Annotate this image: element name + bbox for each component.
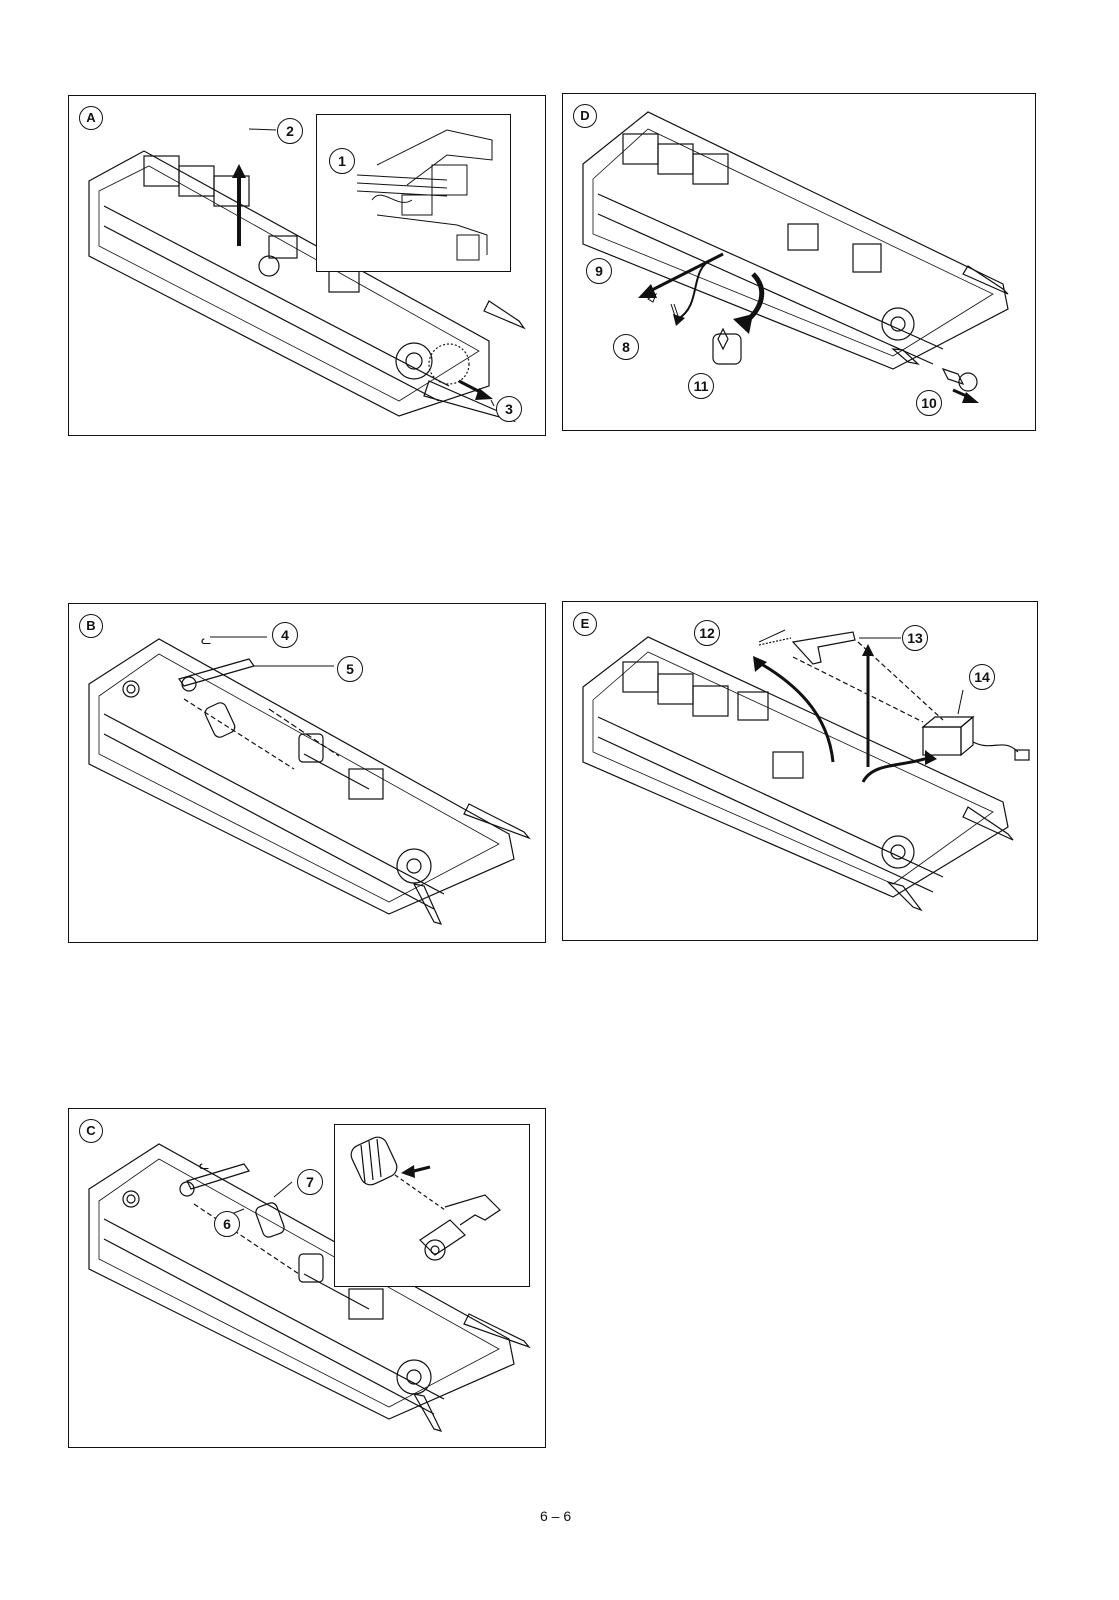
callout-2: 2 — [277, 118, 303, 144]
callout-13: 13 — [902, 625, 928, 651]
mechanism-drawing-d — [563, 94, 1037, 432]
diagram-panel-d: D 8 9 10 11 — [562, 93, 1036, 431]
panel-label: E — [573, 612, 597, 636]
callout-7: 7 — [297, 1169, 323, 1195]
svg-text:ᓚ: ᓚ — [201, 633, 211, 647]
callout-3: 3 — [496, 396, 522, 422]
inset-drawing-a — [317, 115, 512, 273]
diagram-panel-a: A 1 2 3 — [68, 95, 546, 436]
panel-label: B — [79, 614, 103, 638]
diagram-panel-e: E 12 13 14 — [562, 601, 1038, 941]
callout-6: 6 — [214, 1211, 240, 1237]
svg-text:ᓚ: ᓚ — [199, 1158, 209, 1172]
callout-5: 5 — [337, 656, 363, 682]
diagram-panel-b: ᓚ B 4 5 — [68, 603, 546, 943]
inset-drawing-c — [335, 1125, 531, 1288]
callout-1: 1 — [329, 148, 355, 174]
callout-10: 10 — [916, 390, 942, 416]
inset-detail-a — [316, 114, 511, 272]
mechanism-drawing-b: ᓚ — [69, 604, 547, 944]
callout-14: 14 — [969, 664, 995, 690]
page-number: 6 – 6 — [540, 1508, 571, 1524]
panel-label: A — [79, 106, 103, 130]
mechanism-drawing-e — [563, 602, 1039, 942]
callout-9: 9 — [586, 258, 612, 284]
callout-11: 11 — [688, 373, 714, 399]
callout-4: 4 — [272, 622, 298, 648]
diagram-panel-c: ᓚ C 6 7 — [68, 1108, 546, 1448]
panel-label: D — [573, 104, 597, 128]
callout-12: 12 — [694, 620, 720, 646]
callout-8: 8 — [613, 334, 639, 360]
panel-label: C — [79, 1119, 103, 1143]
inset-detail-c — [334, 1124, 530, 1287]
